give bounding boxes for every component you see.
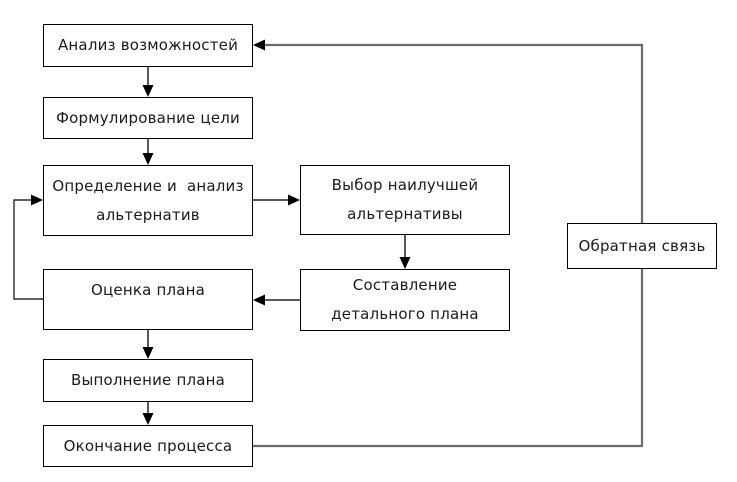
node-label-line2: альтернативы	[347, 205, 463, 223]
node-label-line1: Составление	[352, 276, 458, 294]
node-analysis-of-opportunities: Анализ возможностей	[43, 24, 253, 67]
node-label: Обратная связь	[578, 236, 706, 255]
node-plan-evaluation: Оценка плана	[43, 269, 253, 330]
node-label: Формулирование цели	[56, 108, 240, 127]
node-goal-formulation: Формулирование цели	[43, 97, 253, 139]
node-label-line1: Выбор наилучшей	[331, 176, 479, 194]
node-label-line1: Определение и анализ	[52, 176, 244, 195]
node-label: Выполнение плана	[70, 371, 226, 389]
node-detailed-plan-drafting: Составление детального плана	[300, 269, 510, 331]
node-best-alternative-choice: Выбор наилучшей альтернативы	[300, 165, 510, 235]
node-label: Оценка плана	[90, 281, 206, 299]
node-label-line2: альтернатив	[96, 205, 200, 224]
node-label-line2: детального плана	[331, 305, 479, 323]
node-process-end: Окончание процесса	[43, 425, 253, 467]
node-label: Анализ возможностей	[57, 36, 239, 54]
feedback-loop-evaluation-to-alternatives	[13, 194, 43, 300]
node-definition-analysis-alternatives: Определение и анализ альтернатив	[43, 165, 253, 236]
node-feedback: Обратная связь	[567, 223, 717, 269]
node-label: Окончание процесса	[63, 436, 233, 455]
node-plan-execution: Выполнение плана	[43, 359, 253, 402]
